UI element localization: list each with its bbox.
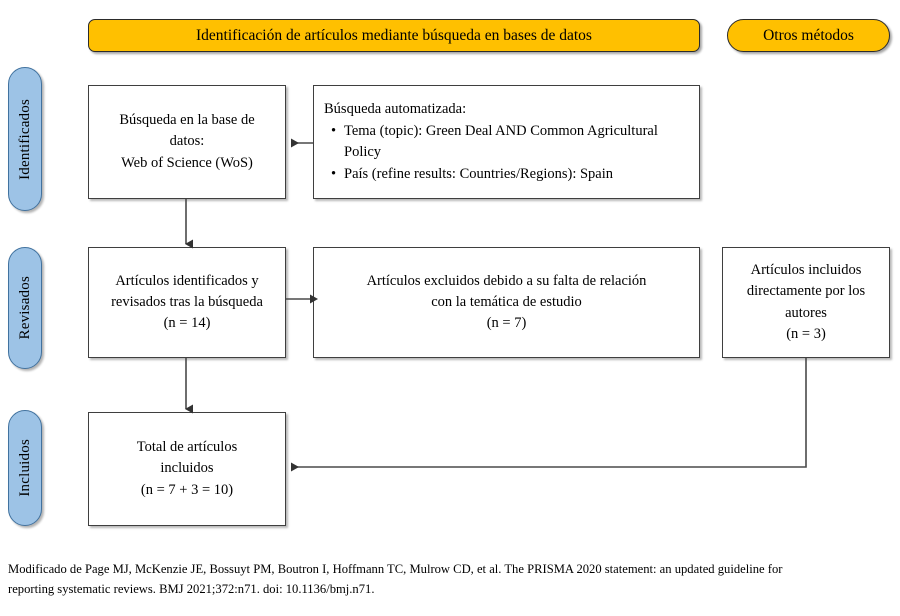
box-articles-excluded-line1: Artículos excluidos debido a su falta de… — [366, 272, 647, 289]
box-articles-excluded-count: (n = 7) — [486, 315, 527, 331]
box-automated-search: Búsqueda automatizada: Tema (topic): Gre… — [313, 85, 700, 199]
box-database-search: Búsqueda en la base de datos: Web of Sci… — [88, 85, 286, 199]
box-articles-by-authors-line1: Artículos incluidos — [750, 262, 862, 279]
box-automated-search-title: Búsqueda automatizada: — [324, 101, 467, 118]
box-total-included-line1: Total de artículos — [136, 439, 238, 456]
stage-label-included-text: Incluidos — [16, 439, 33, 497]
box-articles-reviewed-line1: Artículos identificados y — [115, 272, 259, 289]
list-item: Tema (topic): Green Deal AND Common Agri… — [331, 121, 689, 163]
stage-label-included: Incluidos — [8, 410, 42, 526]
box-database-search-line3: Web of Science (WoS) — [121, 154, 253, 171]
stage-label-identified: Identificados — [8, 67, 42, 211]
box-articles-by-authors-line3: autores — [785, 304, 827, 321]
box-articles-by-authors: Artículos incluidos directamente por los… — [722, 247, 890, 358]
banner-other-methods: Otros métodos — [727, 19, 890, 52]
box-articles-excluded-line2: con la temática de estudio — [431, 293, 582, 310]
connector-authors-to-total — [291, 358, 807, 472]
box-articles-by-authors-line2: directamente por los — [746, 283, 866, 300]
box-articles-reviewed: Artículos identificados y revisados tras… — [88, 247, 286, 358]
banner-database-identification: Identificación de artículos mediante bús… — [88, 19, 700, 52]
list-item: País (refine results: Countries/Regions)… — [331, 164, 689, 185]
box-total-included-count: (n = 7 + 3 = 10) — [140, 481, 234, 498]
footer-citation-line1: Modificado de Page MJ, McKenzie JE, Boss… — [8, 562, 783, 576]
stage-label-screened-text: Revisados — [16, 276, 33, 340]
stage-label-screened: Revisados — [8, 247, 42, 369]
footer-citation-line2: reporting systematic reviews. BMJ 2021;3… — [8, 581, 375, 596]
box-database-search-line1: Búsqueda en la base de — [119, 112, 255, 129]
stage-label-identified-text: Identificados — [16, 98, 33, 180]
box-articles-by-authors-count: (n = 3) — [786, 325, 826, 342]
footer-citation: Modificado de Page MJ, McKenzie JE, Boss… — [8, 560, 882, 599]
box-articles-excluded: Artículos excluidos debido a su falta de… — [313, 247, 700, 358]
box-automated-search-bullets: Tema (topic): Green Deal AND Common Agri… — [324, 121, 689, 185]
box-database-search-line2: datos: — [169, 133, 205, 150]
box-total-included: Total de artículos incluidos (n = 7 + 3 … — [88, 412, 286, 526]
box-articles-reviewed-count: (n = 14) — [163, 315, 211, 331]
box-articles-reviewed-line2: revisados tras la búsqueda — [111, 293, 263, 310]
box-total-included-line2: incluidos — [160, 460, 214, 477]
